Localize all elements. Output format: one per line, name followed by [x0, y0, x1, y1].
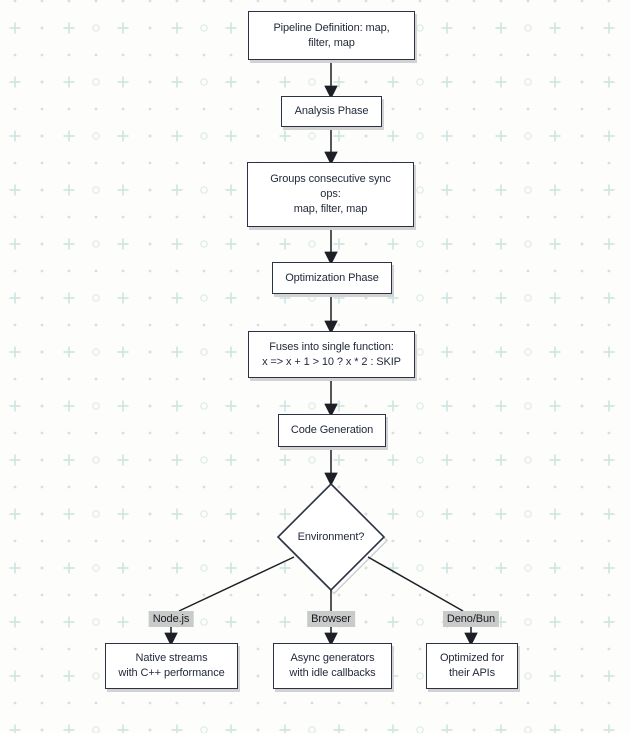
edge-environment-nodejs-diagonal	[178, 556, 295, 612]
node-fuses-function: Fuses into single function: x => x + 1 >…	[248, 331, 415, 378]
edge-label-deno-bun: Deno/Bun	[442, 611, 500, 627]
node-pipeline-definition: Pipeline Definition: map, filter, map	[248, 11, 415, 60]
edge-label-browser: Browser	[307, 611, 355, 627]
node-optimization-phase: Optimization Phase	[272, 262, 392, 294]
node-nodejs-result: Native streams with C++ performance	[105, 643, 238, 689]
node-browser-result: Async generators with idle callbacks	[273, 643, 392, 689]
node-deno-result: Optimized for their APIs	[426, 643, 518, 689]
edge-label-nodejs: Node.js	[148, 611, 194, 627]
node-code-generation: Code Generation	[278, 414, 386, 447]
node-groups-sync-ops: Groups consecutive sync ops: map, filter…	[247, 162, 414, 227]
edge-environment-deno-diagonal	[367, 556, 464, 612]
node-analysis-phase: Analysis Phase	[281, 96, 382, 127]
node-environment-label: Environment?	[297, 530, 365, 543]
